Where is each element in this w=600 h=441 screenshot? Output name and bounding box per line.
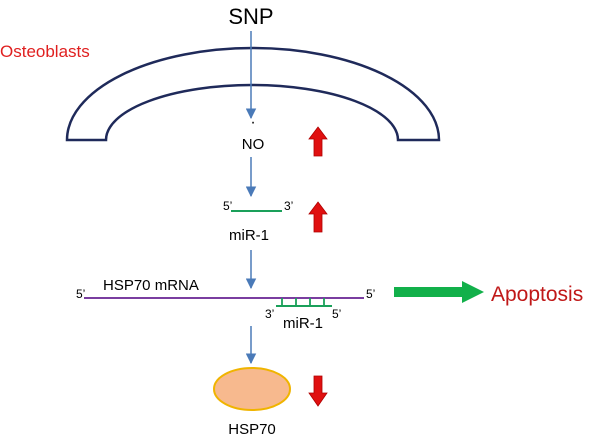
hsp70-protein-shape [213, 367, 291, 411]
no-radical-dot: · [250, 114, 255, 131]
mrna-left-five-prime-label: 5’ [76, 287, 85, 301]
mir1-three-prime-label: 3’ [284, 199, 293, 213]
hsp70-label: HSP70 [228, 421, 276, 438]
bound-mir1-duplex [276, 298, 332, 307]
hsp70-decrease-arrow [308, 375, 328, 407]
mir1-label: miR-1 [229, 227, 269, 244]
cell-membrane-arch [65, 46, 441, 142]
bound-five-prime-label: 5’ [332, 307, 341, 321]
mrna-right-five-prime-label: 5’ [366, 287, 375, 301]
mir1-five-prime-label: 5’ [223, 199, 232, 213]
mir1-increase-arrow [308, 201, 328, 233]
bound-mir1-label: miR-1 [283, 315, 323, 332]
hsp70-mrna-label: HSP70 mRNA [103, 277, 199, 294]
no-increase-arrow [308, 126, 328, 157]
apoptosis-arrow [394, 281, 484, 303]
bound-three-prime-label: 3’ [265, 307, 274, 321]
no-label: NO [242, 136, 265, 153]
osteoblasts-label: Osteoblasts [0, 42, 90, 61]
snp-label: SNP [228, 4, 273, 29]
apoptosis-label: Apoptosis [491, 283, 583, 306]
